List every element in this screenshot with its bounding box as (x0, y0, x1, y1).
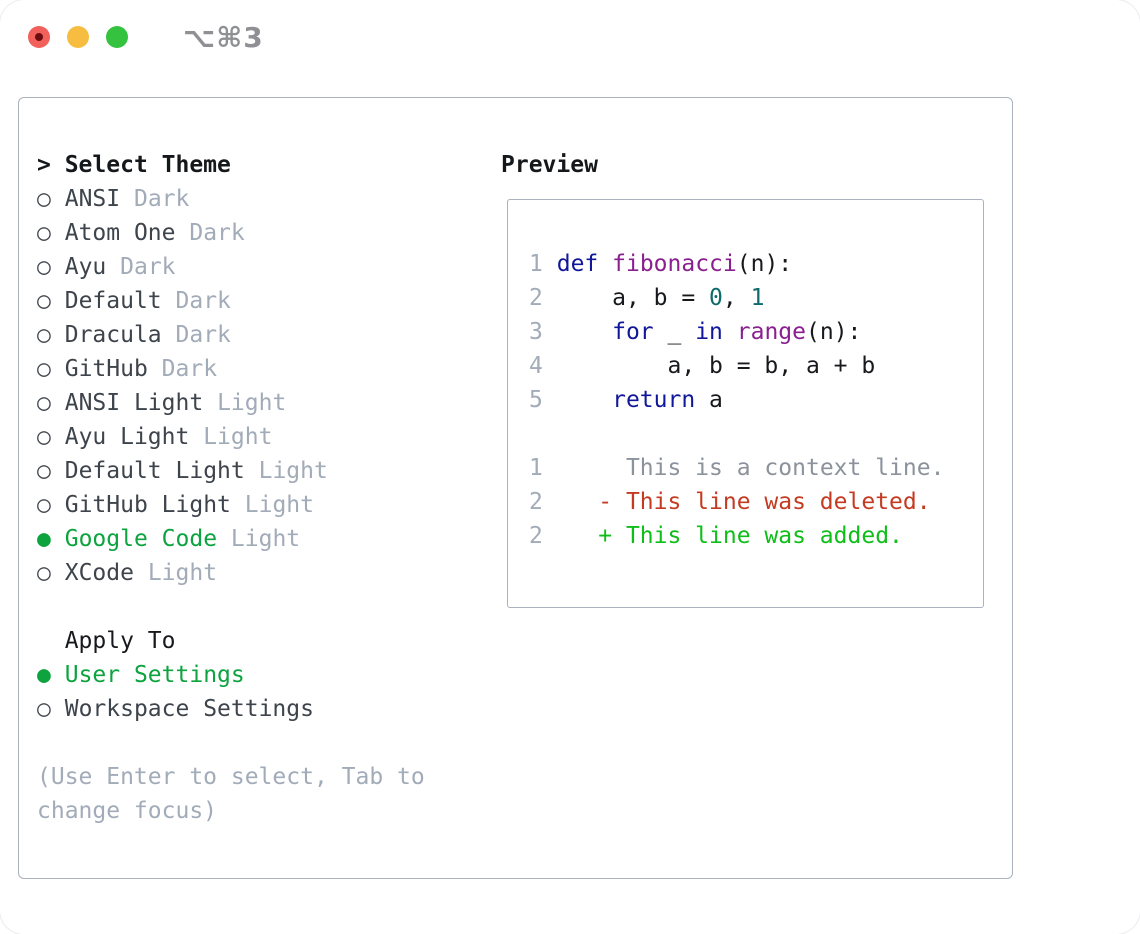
radio-unselected-icon: ○ (37, 356, 51, 382)
theme-option-ayu[interactable]: ○ Ayu Dark (37, 250, 425, 284)
theme-name: Default (64, 288, 162, 314)
theme-option-github-light[interactable]: ○ GitHub Light Light (37, 488, 425, 522)
theme-option-default-light[interactable]: ○ Default Light Light (37, 454, 425, 488)
theme-option-ayu-light[interactable]: ○ Ayu Light Light (37, 420, 425, 454)
theme-name: ANSI (64, 186, 121, 212)
radio-unselected-icon: ○ (37, 696, 51, 722)
preview-box: 1 def fibonacci(n): 2 a, b = 0, 1 3 for _ … (507, 199, 984, 608)
theme-name: Google Code (64, 526, 218, 552)
theme-name: Dracula (64, 322, 162, 348)
theme-name: ANSI Light (64, 390, 204, 416)
radio-unselected-icon: ○ (37, 322, 51, 348)
code-line: 4 a, b = b, a + b (529, 353, 876, 379)
theme-option-github[interactable]: ○ GitHub Dark (37, 352, 425, 386)
radio-unselected-icon: ○ (37, 254, 51, 280)
theme-option-atom-one[interactable]: ○ Atom One Dark (37, 216, 425, 250)
theme-variant: Dark (189, 220, 245, 246)
radio-unselected-icon: ○ (37, 288, 51, 314)
theme-option-ansi[interactable]: ○ ANSI Dark (37, 182, 425, 216)
apply-option-label: User Settings (64, 662, 245, 688)
theme-variant: Dark (161, 356, 218, 382)
radio-unselected-icon: ○ (37, 424, 51, 450)
preview-code: 1 def fibonacci(n): 2 a, b = 0, 1 3 for _ … (508, 200, 983, 553)
theme-variant: Light (217, 390, 287, 416)
radio-unselected-icon: ○ (37, 220, 51, 246)
close-icon (35, 33, 43, 41)
theme-option-default[interactable]: ○ Default Dark (37, 284, 425, 318)
apply-to-header: Apply To (37, 624, 425, 658)
theme-variant: Light (203, 424, 273, 450)
spacer-row (37, 726, 425, 760)
theme-name: XCode (64, 560, 134, 586)
select-theme-header: > Select Theme (37, 148, 425, 182)
radio-selected-icon: ● (37, 662, 51, 688)
titlebar: ⌥⌘3 (28, 21, 264, 54)
radio-unselected-icon: ○ (37, 492, 51, 518)
theme-name: Ayu (64, 254, 107, 280)
radio-unselected-icon: ○ (37, 458, 51, 484)
preview-title: Preview (501, 152, 598, 178)
focus-caret: > (37, 152, 65, 178)
theme-option-dracula[interactable]: ○ Dracula Dark (37, 318, 425, 352)
theme-variant: Dark (133, 186, 190, 212)
theme-variant: Light (147, 560, 218, 586)
main-panel: > Select Theme○ ANSI Dark○ Atom One Dark… (18, 97, 1013, 879)
spacer-row (37, 590, 425, 624)
apply-option-workspace-settings[interactable]: ○ Workspace Settings (37, 692, 425, 726)
theme-variant: Light (230, 526, 301, 552)
radio-unselected-icon: ○ (37, 560, 51, 586)
theme-name: GitHub Light (64, 492, 231, 518)
code-line: 2 + This line was added. (529, 523, 903, 549)
apply-to-title: Apply To (64, 628, 176, 654)
theme-name: Atom One (64, 220, 176, 246)
help-line: (Use Enter to select, Tab to (37, 764, 425, 790)
theme-option-xcode[interactable]: ○ XCode Light (37, 556, 425, 590)
code-line: 5 return a (529, 387, 723, 413)
theme-option-google-code[interactable]: ● Google Code Light (37, 522, 425, 556)
help-text: (Use Enter to select, Tab to (37, 760, 425, 794)
help-line: change focus) (37, 798, 218, 824)
select-theme-title: Select Theme (64, 152, 231, 178)
radio-selected-icon: ● (37, 526, 51, 552)
theme-list: > Select Theme○ ANSI Dark○ Atom One Dark… (37, 148, 425, 828)
theme-variant: Dark (175, 322, 231, 348)
code-line (529, 417, 983, 451)
radio-unselected-icon: ○ (37, 390, 51, 416)
theme-name: GitHub (64, 356, 148, 382)
zoom-button[interactable] (106, 26, 128, 48)
code-line: 3 for _ in range(n): (529, 319, 862, 345)
theme-option-ansi-light[interactable]: ○ ANSI Light Light (37, 386, 425, 420)
apply-option-label: Workspace Settings (64, 696, 314, 722)
code-line: 1 def fibonacci(n): (529, 251, 793, 277)
apply-option-user-settings[interactable]: ● User Settings (37, 658, 425, 692)
radio-unselected-icon: ○ (37, 186, 51, 212)
theme-variant: Light (244, 492, 314, 518)
theme-variant: Dark (175, 288, 231, 314)
code-line: 2 - This line was deleted. (529, 489, 931, 515)
close-button[interactable] (28, 26, 50, 48)
theme-name: Default Light (64, 458, 245, 484)
minimize-button[interactable] (67, 26, 89, 48)
help-text: change focus) (37, 794, 425, 828)
theme-variant: Light (258, 458, 328, 484)
window-shortcut: ⌥⌘3 (183, 20, 264, 54)
theme-name: Ayu Light (64, 424, 190, 450)
code-line: 1 This is a context line. (529, 455, 945, 481)
theme-variant: Dark (120, 254, 176, 280)
code-line: 2 a, b = 0, 1 (529, 285, 765, 311)
